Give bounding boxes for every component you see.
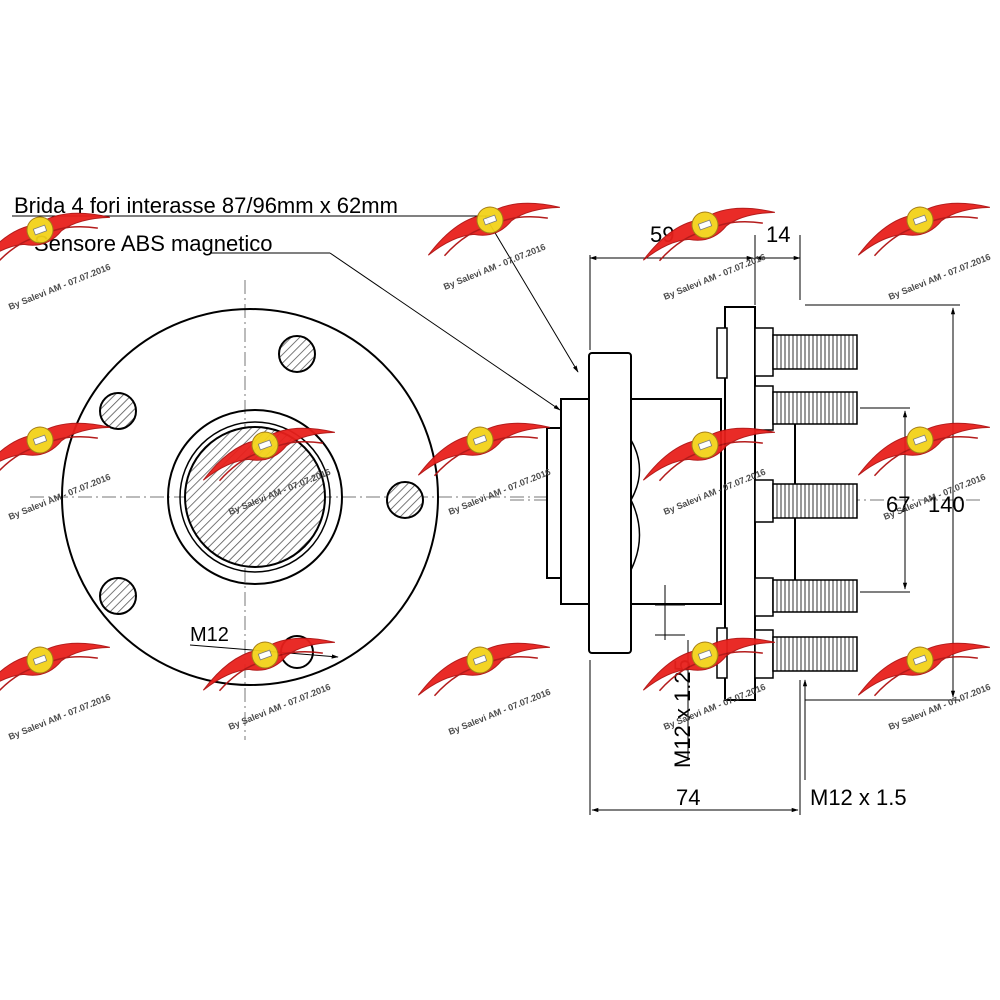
hub-outer-ring [167, 409, 343, 585]
stud-2 [772, 391, 858, 425]
stud-3 [772, 483, 858, 519]
hub-inner-ring [179, 421, 331, 573]
abs-sensor-ring [546, 427, 563, 579]
bolt-hole-2 [99, 392, 137, 430]
stud-thread-label: M12 x 1.5 [810, 785, 907, 810]
watermark-text: By Salevi AM - 07.07.2016 [7, 692, 112, 742]
bolt-hole-1 [278, 335, 316, 373]
dimensions [589, 235, 960, 815]
wheel-studs [754, 327, 858, 679]
mount-flange [588, 352, 632, 654]
stud-1 [772, 334, 858, 370]
dim-74: 74 [676, 785, 700, 810]
callouts: Brida 4 fori interasse 87/96mm x 62mm Se… [12, 193, 579, 411]
bolt-hole-thread-label: M12 [190, 624, 229, 646]
bolt-hole-4 [99, 577, 137, 615]
sensor-note: Sensore ABS magnetico [34, 231, 272, 256]
dim-140: 140 [928, 492, 965, 517]
watermark-text: By Salevi AM - 07.07.2016 [887, 682, 992, 732]
winged-logo-icon [409, 403, 553, 482]
winged-logo-icon [0, 623, 113, 702]
flange-outline [61, 308, 439, 686]
watermark-text: By Salevi AM - 07.07.2016 [227, 682, 332, 732]
winged-logo-icon [849, 183, 993, 262]
winged-logo-icon [0, 403, 113, 482]
watermark-text: By Salevi AM - 07.07.2016 [447, 687, 552, 737]
dim-14: 14 [766, 222, 790, 247]
watermark-text: By Salevi AM - 07.07.2016 [7, 262, 112, 312]
watermark-text: By Salevi AM - 07.07.2016 [442, 242, 547, 292]
winged-logo-icon [409, 623, 553, 702]
side-view [510, 306, 980, 701]
stud-5 [772, 636, 858, 672]
bolt-hole-3 [386, 481, 424, 519]
flange-contour [630, 439, 641, 571]
watermark-text: By Salevi AM - 07.07.2016 [887, 252, 992, 302]
hub-body [560, 398, 722, 605]
watermark-text: By Salevi AM - 07.07.2016 [447, 467, 552, 517]
dim-67: 67 [886, 492, 910, 517]
stud-4 [772, 579, 858, 613]
watermark-text: By Salevi AM - 07.07.2016 [662, 252, 767, 302]
winged-logo-icon [849, 403, 993, 482]
wheel-flange [724, 306, 756, 701]
